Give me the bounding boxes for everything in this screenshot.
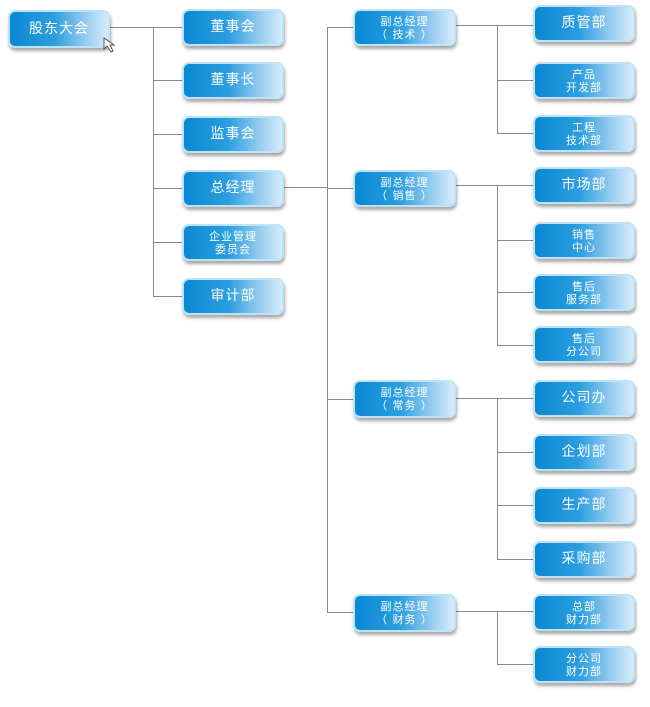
node-after-sales-branch[interactable]: 售后分公司 <box>533 326 635 363</box>
node-quality-dept[interactable]: 质管部 <box>533 5 635 42</box>
connector <box>153 134 182 135</box>
connector <box>497 559 533 560</box>
node-purchasing-dept[interactable]: 采购部 <box>533 541 635 578</box>
node-engineering-dept[interactable]: 工程技术部 <box>533 115 635 152</box>
connector <box>110 27 153 28</box>
node-label: 开发部 <box>566 80 602 94</box>
connector <box>327 188 353 189</box>
node-label: 质管部 <box>561 15 607 31</box>
node-label: 售后 <box>572 279 596 293</box>
mouse-pointer-icon <box>103 37 116 53</box>
node-label: 分公司 <box>566 344 602 358</box>
connector <box>153 188 182 189</box>
node-label: 总经理 <box>210 180 256 196</box>
connector <box>327 399 353 400</box>
node-label: 副总经理 <box>380 600 429 613</box>
connector <box>153 242 182 243</box>
node-audit-department[interactable]: 审计部 <box>182 278 284 315</box>
node-label: 公司办 <box>561 390 607 406</box>
connector <box>497 240 533 241</box>
node-label: 财力部 <box>566 612 602 626</box>
node-label: （ 销售 ） <box>376 188 433 202</box>
node-label: 股东大会 <box>29 20 89 37</box>
node-label: 审计部 <box>210 288 256 304</box>
node-branch-finance-dept[interactable]: 分公司财力部 <box>533 646 635 683</box>
node-label: 副总经理 <box>380 14 429 28</box>
node-sales-center[interactable]: 销售中心 <box>533 222 635 259</box>
connector <box>497 133 533 134</box>
connector <box>497 185 498 345</box>
connector <box>456 398 533 399</box>
node-label: 服务部 <box>566 292 602 306</box>
node-label: 中心 <box>572 240 596 254</box>
node-label: 售后 <box>572 331 596 345</box>
node-label: （ 财务 ） <box>376 613 433 626</box>
connector <box>497 80 533 81</box>
node-label: 董事长 <box>210 72 256 88</box>
node-label: 技术部 <box>566 133 602 147</box>
node-deputy-gm-technology[interactable]: 副总经理（ 技术 ） <box>353 9 456 46</box>
connector <box>284 187 327 188</box>
connector <box>327 612 353 613</box>
connector <box>497 664 533 665</box>
node-label: 企业管理 <box>209 229 257 243</box>
node-label: 分公司 <box>566 651 602 665</box>
connector <box>497 505 533 506</box>
node-after-sales-service[interactable]: 售后服务部 <box>533 274 635 311</box>
connector <box>456 611 533 612</box>
connector <box>497 345 533 346</box>
node-label: 企划部 <box>561 444 607 460</box>
connector <box>456 185 533 186</box>
node-chairman[interactable]: 董事长 <box>182 62 284 99</box>
node-deputy-gm-finance[interactable]: 副总经理（ 财务 ） <box>353 594 456 632</box>
node-deputy-gm-operations[interactable]: 副总经理（ 常务 ） <box>353 380 456 418</box>
root-node[interactable]: 股东大会 <box>8 10 110 48</box>
node-label: （ 技术 ） <box>376 27 433 41</box>
connector <box>153 27 154 296</box>
node-label: 生产部 <box>561 497 607 513</box>
connector <box>153 27 182 28</box>
node-label: 采购部 <box>561 551 607 567</box>
node-production-dept[interactable]: 生产部 <box>533 487 635 524</box>
node-planning-dept[interactable]: 企划部 <box>533 434 635 471</box>
node-label: 委员会 <box>215 242 251 256</box>
connector <box>327 27 353 28</box>
node-label: 董事会 <box>210 19 256 35</box>
node-label: 总部 <box>572 599 596 613</box>
node-label: 副总经理 <box>380 175 429 189</box>
node-label: （ 常务 ） <box>376 399 433 412</box>
node-label: 市场部 <box>561 177 607 193</box>
node-label: 产品 <box>572 67 596 81</box>
connector <box>497 292 533 293</box>
connector <box>497 25 498 133</box>
node-company-office[interactable]: 公司办 <box>533 380 635 417</box>
node-label: 副总经理 <box>380 386 429 399</box>
node-label: 财力部 <box>566 664 602 678</box>
node-label: 监事会 <box>210 126 256 142</box>
connector <box>153 296 182 297</box>
connector <box>497 398 498 559</box>
node-management-committee[interactable]: 企业管理委员会 <box>182 224 284 261</box>
node-product-dev-dept[interactable]: 产品开发部 <box>533 62 635 99</box>
connector <box>153 80 182 81</box>
node-supervisory-board[interactable]: 监事会 <box>182 116 284 153</box>
node-board-of-directors[interactable]: 董事会 <box>182 9 284 46</box>
connector <box>327 27 328 612</box>
node-deputy-gm-sales[interactable]: 副总经理（ 销售 ） <box>353 170 456 207</box>
node-marketing-dept[interactable]: 市场部 <box>533 167 635 204</box>
connector <box>456 25 533 26</box>
connector <box>497 611 498 664</box>
node-label: 销售 <box>572 227 596 241</box>
connector <box>497 452 533 453</box>
node-label: 工程 <box>572 120 596 134</box>
node-general-manager[interactable]: 总经理 <box>182 170 284 207</box>
node-hq-finance-dept[interactable]: 总部财力部 <box>533 594 635 631</box>
